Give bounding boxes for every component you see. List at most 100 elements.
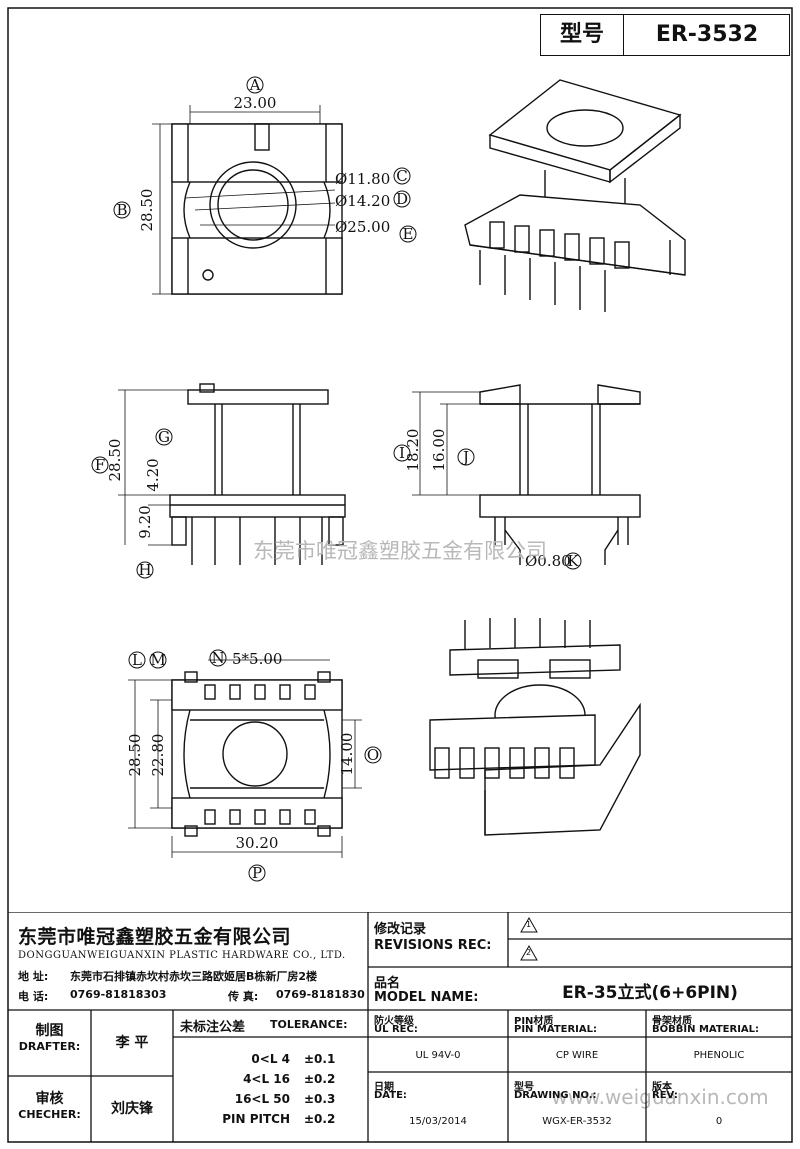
front-view — [118, 383, 346, 565]
dim-c: Ø11.80 C — [335, 167, 411, 188]
watermark-center: 东莞市唯冠鑫塑胶五金有限公司 — [253, 539, 547, 563]
dim-m: M 22.80 — [149, 651, 167, 776]
revisions-cn: 修改记录 — [374, 922, 427, 937]
dim-o: O 14.00 — [338, 733, 382, 775]
address-label: 地 址: — [18, 970, 49, 983]
drawing-no-en: DRAWING NO.: — [514, 1090, 597, 1101]
model-header-value: ER-3532 — [655, 22, 759, 47]
svg-text:A: A — [249, 76, 261, 94]
company-name-cn: 东莞市唯冠鑫塑胶五金有限公司 — [18, 926, 292, 948]
svg-text:Ø25.00: Ø25.00 — [335, 218, 390, 236]
drawing-border — [7, 7, 793, 1143]
svg-text:28.50: 28.50 — [106, 439, 124, 482]
svg-text:B: B — [116, 201, 127, 219]
dim-h: H 9.20 — [136, 505, 154, 579]
svg-text:E: E — [403, 225, 414, 243]
dim-g: G 4.20 — [144, 428, 173, 492]
drafter-en: DRAFTER: — [18, 1040, 81, 1053]
revisions-en: REVISIONS REC: — [374, 938, 492, 953]
svg-text:30.20: 30.20 — [236, 834, 279, 852]
pin-material-en: PIN MATERIAL: — [514, 1024, 597, 1035]
model-name-cn: 品名 — [374, 976, 401, 991]
tolerance-value-3: ±0.3 — [304, 1092, 336, 1106]
svg-text:M: M — [150, 651, 165, 669]
dim-d: Ø14.20 D — [335, 190, 411, 210]
bobbin-material-en: BOBBIN MATERIAL: — [652, 1024, 760, 1035]
drawing-no-value: WGX-ER-3532 — [542, 1116, 612, 1127]
svg-text:C: C — [396, 167, 407, 185]
company-name-en: DONGGUANWEIGUANXIN PLASTIC HARDWARE CO.,… — [18, 950, 346, 961]
date-value: 15/03/2014 — [409, 1116, 467, 1127]
tolerance-value-4: ±0.2 — [304, 1112, 336, 1126]
tolerance-range-3: 16<L 50 — [234, 1092, 290, 1106]
rev-cn: 版本 — [652, 1082, 672, 1093]
title-block: 东莞市唯冠鑫塑胶五金有限公司 DONGGUANWEIGUANXIN PLASTI… — [8, 912, 792, 1142]
svg-text:28.50: 28.50 — [126, 734, 144, 777]
pin-material-cn: PIN材质 — [514, 1016, 554, 1027]
ul-rec-cn: 防火等级 — [374, 1016, 414, 1027]
svg-text:H: H — [138, 561, 151, 579]
title-block-grid — [8, 912, 792, 1142]
svg-text:F: F — [95, 456, 105, 474]
tolerance-en: TOLERANCE: — [270, 1018, 348, 1031]
model-header-label: 型号 — [541, 15, 624, 55]
svg-text:Ø0.80: Ø0.80 — [525, 552, 571, 570]
dim-i: I 18.20 — [393, 429, 422, 471]
fax-label: 传 真: — [228, 990, 259, 1003]
iso-view-bottom — [429, 618, 641, 836]
svg-text:N: N — [211, 649, 224, 667]
fax-number: 0769-8181830 — [276, 988, 365, 1001]
tolerance-title: 未标注公差 — [180, 1020, 246, 1035]
dim-f: F 28.50 — [91, 439, 124, 482]
drafter-cn: 制图 — [35, 1023, 64, 1039]
rev-value: 0 — [715, 1116, 723, 1127]
phone-label: 电 话: — [18, 990, 49, 1003]
bobbin-material-value: PHENOLIC — [693, 1050, 745, 1061]
dim-p: 30.20 P — [236, 834, 279, 882]
dim-k: Ø0.80 K — [525, 552, 582, 570]
tolerance-value-1: ±0.1 — [304, 1052, 336, 1066]
iso-view-top — [464, 79, 686, 312]
tolerance-value-2: ±0.2 — [304, 1072, 336, 1086]
dim-b: B 28.50 — [113, 189, 156, 232]
date-en: DATE: — [374, 1090, 407, 1101]
svg-text:G: G — [158, 428, 170, 446]
svg-text:9.20: 9.20 — [136, 505, 154, 538]
bobbin-material-cn: 骨架材质 — [652, 1016, 692, 1027]
svg-text:4.20: 4.20 — [144, 458, 162, 491]
side-view — [412, 384, 641, 565]
revision-1-mark: 1 — [526, 920, 532, 929]
dim-e: Ø25.00 E — [335, 218, 417, 243]
svg-text:28.50: 28.50 — [138, 189, 156, 232]
dim-l: L 28.50 — [126, 651, 146, 777]
ul-rec-value: UL 94V-0 — [415, 1050, 461, 1061]
tolerance-range-2: 4<L 16 — [243, 1072, 290, 1086]
tolerance-range-4: PIN PITCH — [222, 1112, 290, 1126]
svg-text:5*5.00: 5*5.00 — [232, 650, 282, 668]
date-cn: 日期 — [374, 1082, 394, 1093]
phone-number: 0769-81818303 — [70, 988, 167, 1001]
dim-n: N 5*5.00 — [209, 649, 282, 668]
svg-text:L: L — [132, 651, 142, 669]
svg-text:22.80: 22.80 — [149, 734, 167, 777]
svg-text:J: J — [461, 448, 469, 466]
model-name-en: MODEL NAME: — [374, 990, 479, 1005]
dim-a: A 23.00 — [234, 76, 277, 112]
svg-text:O: O — [367, 746, 379, 764]
checker-en: CHECHER: — [18, 1108, 81, 1121]
svg-text:P: P — [252, 864, 262, 882]
model-header: 型号 ER-3532 — [540, 14, 790, 56]
tolerance-range-1: 0<L 4 — [251, 1052, 290, 1066]
rev-en: REV: — [652, 1090, 678, 1101]
revision-2-mark: 2 — [526, 948, 532, 957]
checker-name: 刘庆锋 — [111, 1101, 153, 1117]
drafter-name: 李 平 — [115, 1035, 149, 1051]
svg-text:D: D — [396, 190, 408, 208]
checker-cn: 审核 — [35, 1091, 64, 1107]
pin-material-value: CP WIRE — [555, 1050, 599, 1061]
address-text: 东莞市石排镇赤坎村赤坎三路欧姬居B栋新厂房2楼 — [70, 970, 318, 983]
bottom-view — [128, 659, 362, 858]
svg-text:K: K — [567, 552, 579, 570]
svg-text:Ø14.20: Ø14.20 — [335, 192, 390, 210]
svg-text:I: I — [399, 444, 405, 462]
